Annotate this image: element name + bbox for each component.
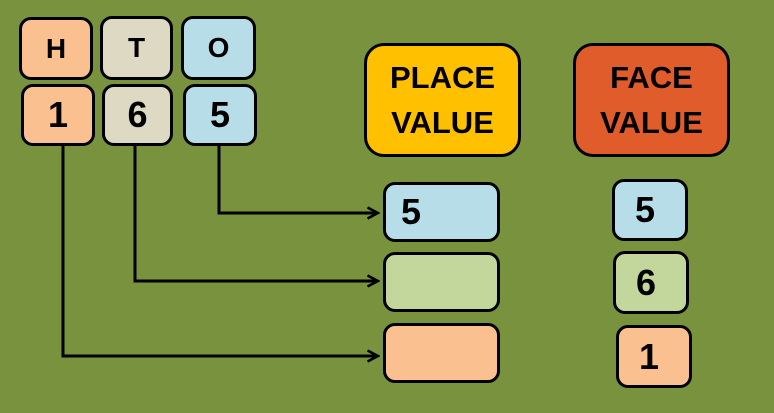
face-value-box-tens: 6 bbox=[613, 251, 689, 314]
face-value-header-line1: FACE bbox=[610, 60, 693, 95]
column-letter-hundreds: H bbox=[19, 17, 93, 80]
face-value-box-ones: 5 bbox=[612, 179, 688, 241]
digit-tens: 6 bbox=[102, 84, 173, 146]
place-value-box-ones: 5 bbox=[383, 182, 500, 242]
face-value-header: FACE VALUE bbox=[573, 43, 730, 157]
arrow-ones-to-place-value bbox=[217, 145, 378, 213]
place-value-header-line1: PLACE bbox=[389, 60, 496, 95]
column-letter-tens: T bbox=[100, 16, 173, 80]
place-value-header: PLACE VALUE bbox=[364, 43, 521, 157]
arrow-tens-to-place-value bbox=[133, 145, 378, 281]
place-value-header-line2: VALUE bbox=[391, 105, 494, 140]
arrow-hundreds-to-place-value bbox=[61, 145, 378, 356]
column-letter-ones: O bbox=[181, 16, 256, 80]
place-value-box-tens bbox=[383, 252, 500, 312]
digit-hundreds: 1 bbox=[21, 84, 95, 146]
place-value-box-hundreds bbox=[383, 323, 500, 383]
digit-ones: 5 bbox=[183, 84, 257, 146]
face-value-header-line2: VALUE bbox=[600, 105, 703, 140]
face-value-box-hundreds: 1 bbox=[616, 325, 692, 388]
